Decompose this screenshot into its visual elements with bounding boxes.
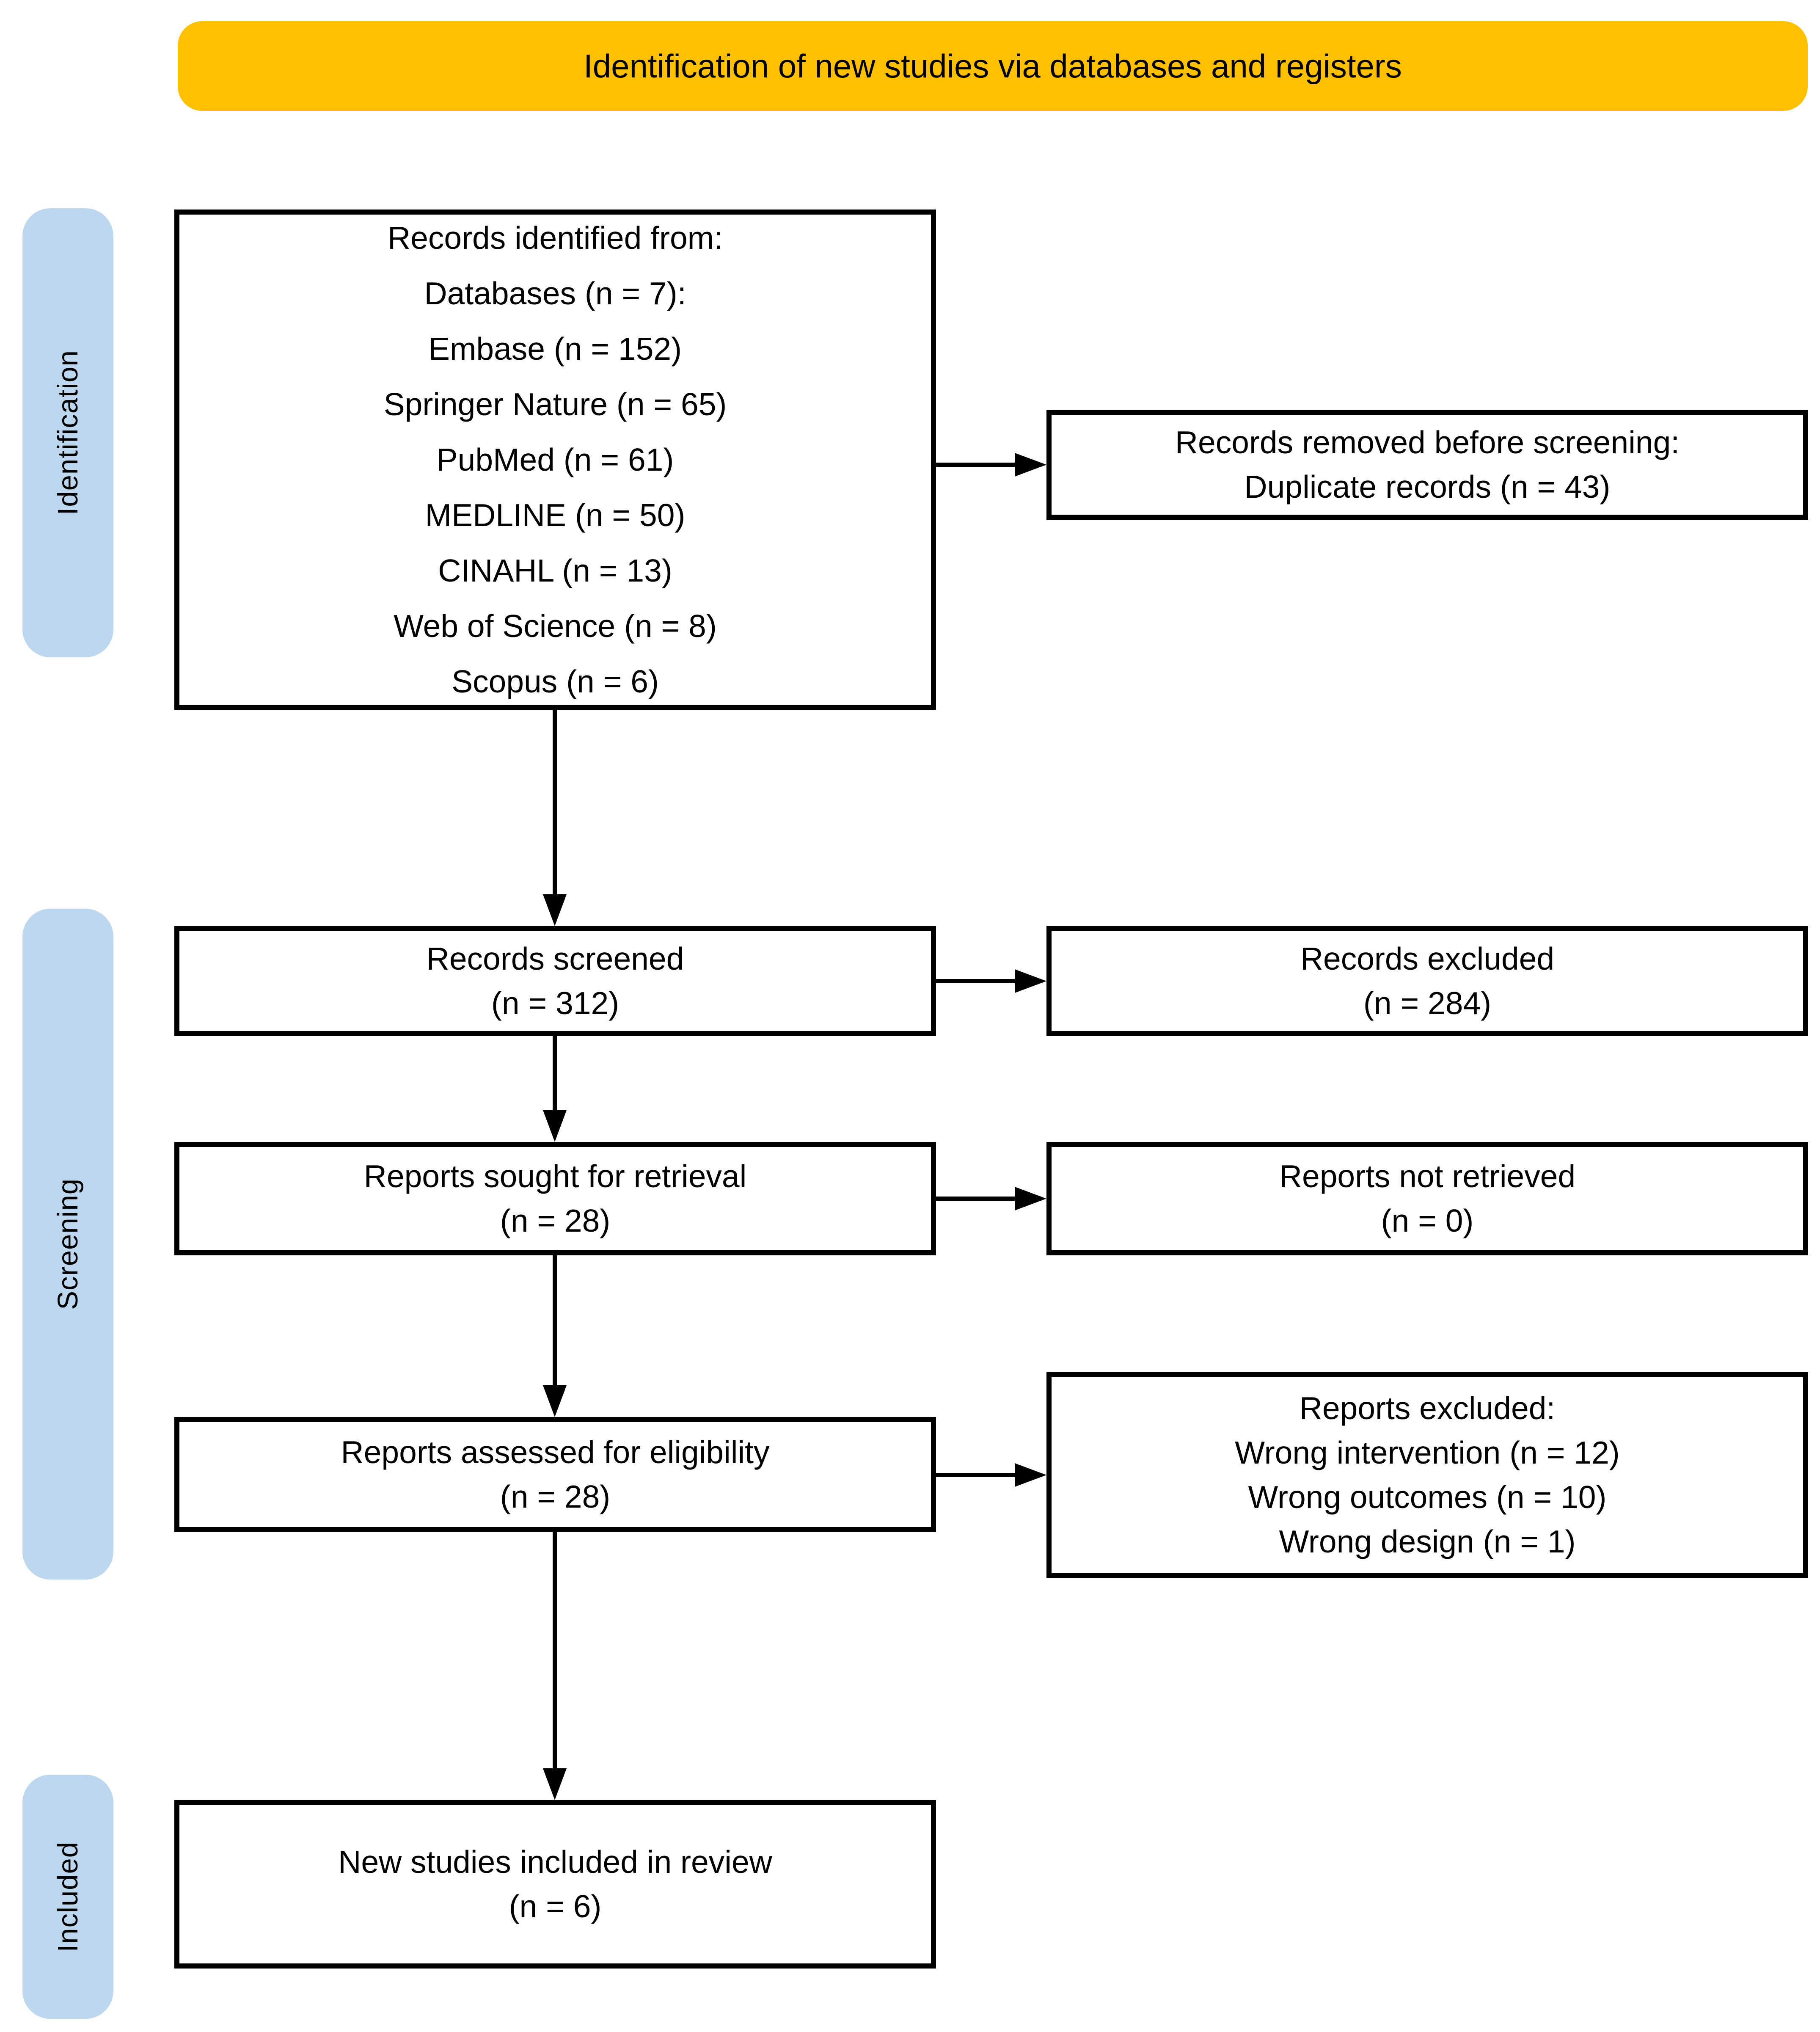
arrow-line-identified-to-screened	[553, 710, 557, 894]
arrow-line-assessed-to-reports-excluded	[936, 1473, 1015, 1477]
box-line: (n = 28)	[500, 1203, 611, 1238]
box-line: Embase (n = 152)	[428, 331, 682, 367]
arrow-line-assessed-to-included	[553, 1532, 557, 1768]
box-line: Scopus (n = 6)	[452, 663, 659, 699]
arrow-right-icon	[1015, 1187, 1046, 1210]
box-line: Springer Nature (n = 65)	[383, 386, 727, 422]
box-records-screened: Records screened (n = 312)	[174, 926, 936, 1036]
box-reports-assessed: Reports assessed for eligibility (n = 28…	[174, 1417, 936, 1532]
box-line: Web of Science (n = 8)	[394, 608, 717, 644]
box-line: (n = 28)	[500, 1479, 611, 1514]
box-line: Wrong intervention (n = 12)	[1235, 1435, 1620, 1470]
box-line: Reports sought for retrieval	[363, 1158, 747, 1194]
arrow-down-icon	[543, 894, 567, 926]
box-records-excluded: Records excluded (n = 284)	[1046, 926, 1808, 1036]
box-line: Reports not retrieved	[1279, 1158, 1576, 1194]
stage-label-included: Included	[22, 1775, 113, 2019]
box-line: (n = 284)	[1363, 985, 1492, 1021]
box-line: (n = 6)	[509, 1889, 602, 1924]
box-line: PubMed (n = 61)	[436, 441, 674, 477]
stage-label-screening: Screening	[22, 909, 113, 1580]
box-line: Records excluded	[1300, 941, 1555, 976]
box-line: Duplicate records (n = 43)	[1244, 469, 1611, 505]
box-line: (n = 312)	[491, 985, 620, 1021]
arrow-right-icon	[1015, 969, 1046, 993]
box-records-removed: Records removed before screening: Duplic…	[1046, 410, 1808, 520]
arrow-line-sought-to-not-retrieved	[936, 1197, 1015, 1201]
box-line: Reports assessed for eligibility	[341, 1434, 770, 1470]
arrow-right-icon	[1015, 453, 1046, 477]
arrow-down-icon	[543, 1110, 567, 1142]
arrow-line-screened-to-sought	[553, 1036, 557, 1110]
box-line: Reports excluded:	[1299, 1390, 1556, 1426]
box-reports-excluded: Reports excluded: Wrong intervention (n …	[1046, 1372, 1808, 1578]
stage-label-identification: Identification	[22, 208, 113, 657]
arrow-line-identified-to-removed	[936, 463, 1015, 467]
box-line: Records removed before screening:	[1175, 425, 1680, 460]
arrow-line-sought-to-assessed	[553, 1255, 557, 1385]
header-banner-title: Identification of new studies via databa…	[584, 47, 1402, 85]
box-line: Wrong design (n = 1)	[1279, 1524, 1576, 1559]
arrow-right-icon	[1015, 1463, 1046, 1487]
arrow-line-screened-to-excluded	[936, 979, 1015, 983]
stage-label-included-text: Included	[52, 1841, 84, 1952]
stage-label-identification-text: Identification	[52, 350, 84, 516]
box-reports-sought: Reports sought for retrieval (n = 28)	[174, 1142, 936, 1255]
box-line: New studies included in review	[338, 1844, 772, 1880]
box-line: Wrong outcomes (n = 10)	[1248, 1479, 1607, 1515]
box-records-identified: Records identified from: Databases (n = …	[174, 210, 936, 710]
arrow-down-icon	[543, 1768, 567, 1800]
box-line: Databases (n = 7):	[424, 275, 686, 311]
box-reports-not-retrieved: Reports not retrieved (n = 0)	[1046, 1142, 1808, 1255]
arrow-down-icon	[543, 1385, 567, 1417]
box-line: Records identified from:	[387, 220, 723, 256]
box-line: MEDLINE (n = 50)	[425, 497, 686, 533]
box-line: Records screened	[426, 941, 684, 976]
stage-label-screening-text: Screening	[52, 1178, 84, 1310]
box-line: (n = 0)	[1381, 1203, 1474, 1238]
header-banner: Identification of new studies via databa…	[178, 21, 1808, 111]
box-line: CINAHL (n = 13)	[438, 552, 672, 588]
box-new-studies-included: New studies included in review (n = 6)	[174, 1800, 936, 1969]
